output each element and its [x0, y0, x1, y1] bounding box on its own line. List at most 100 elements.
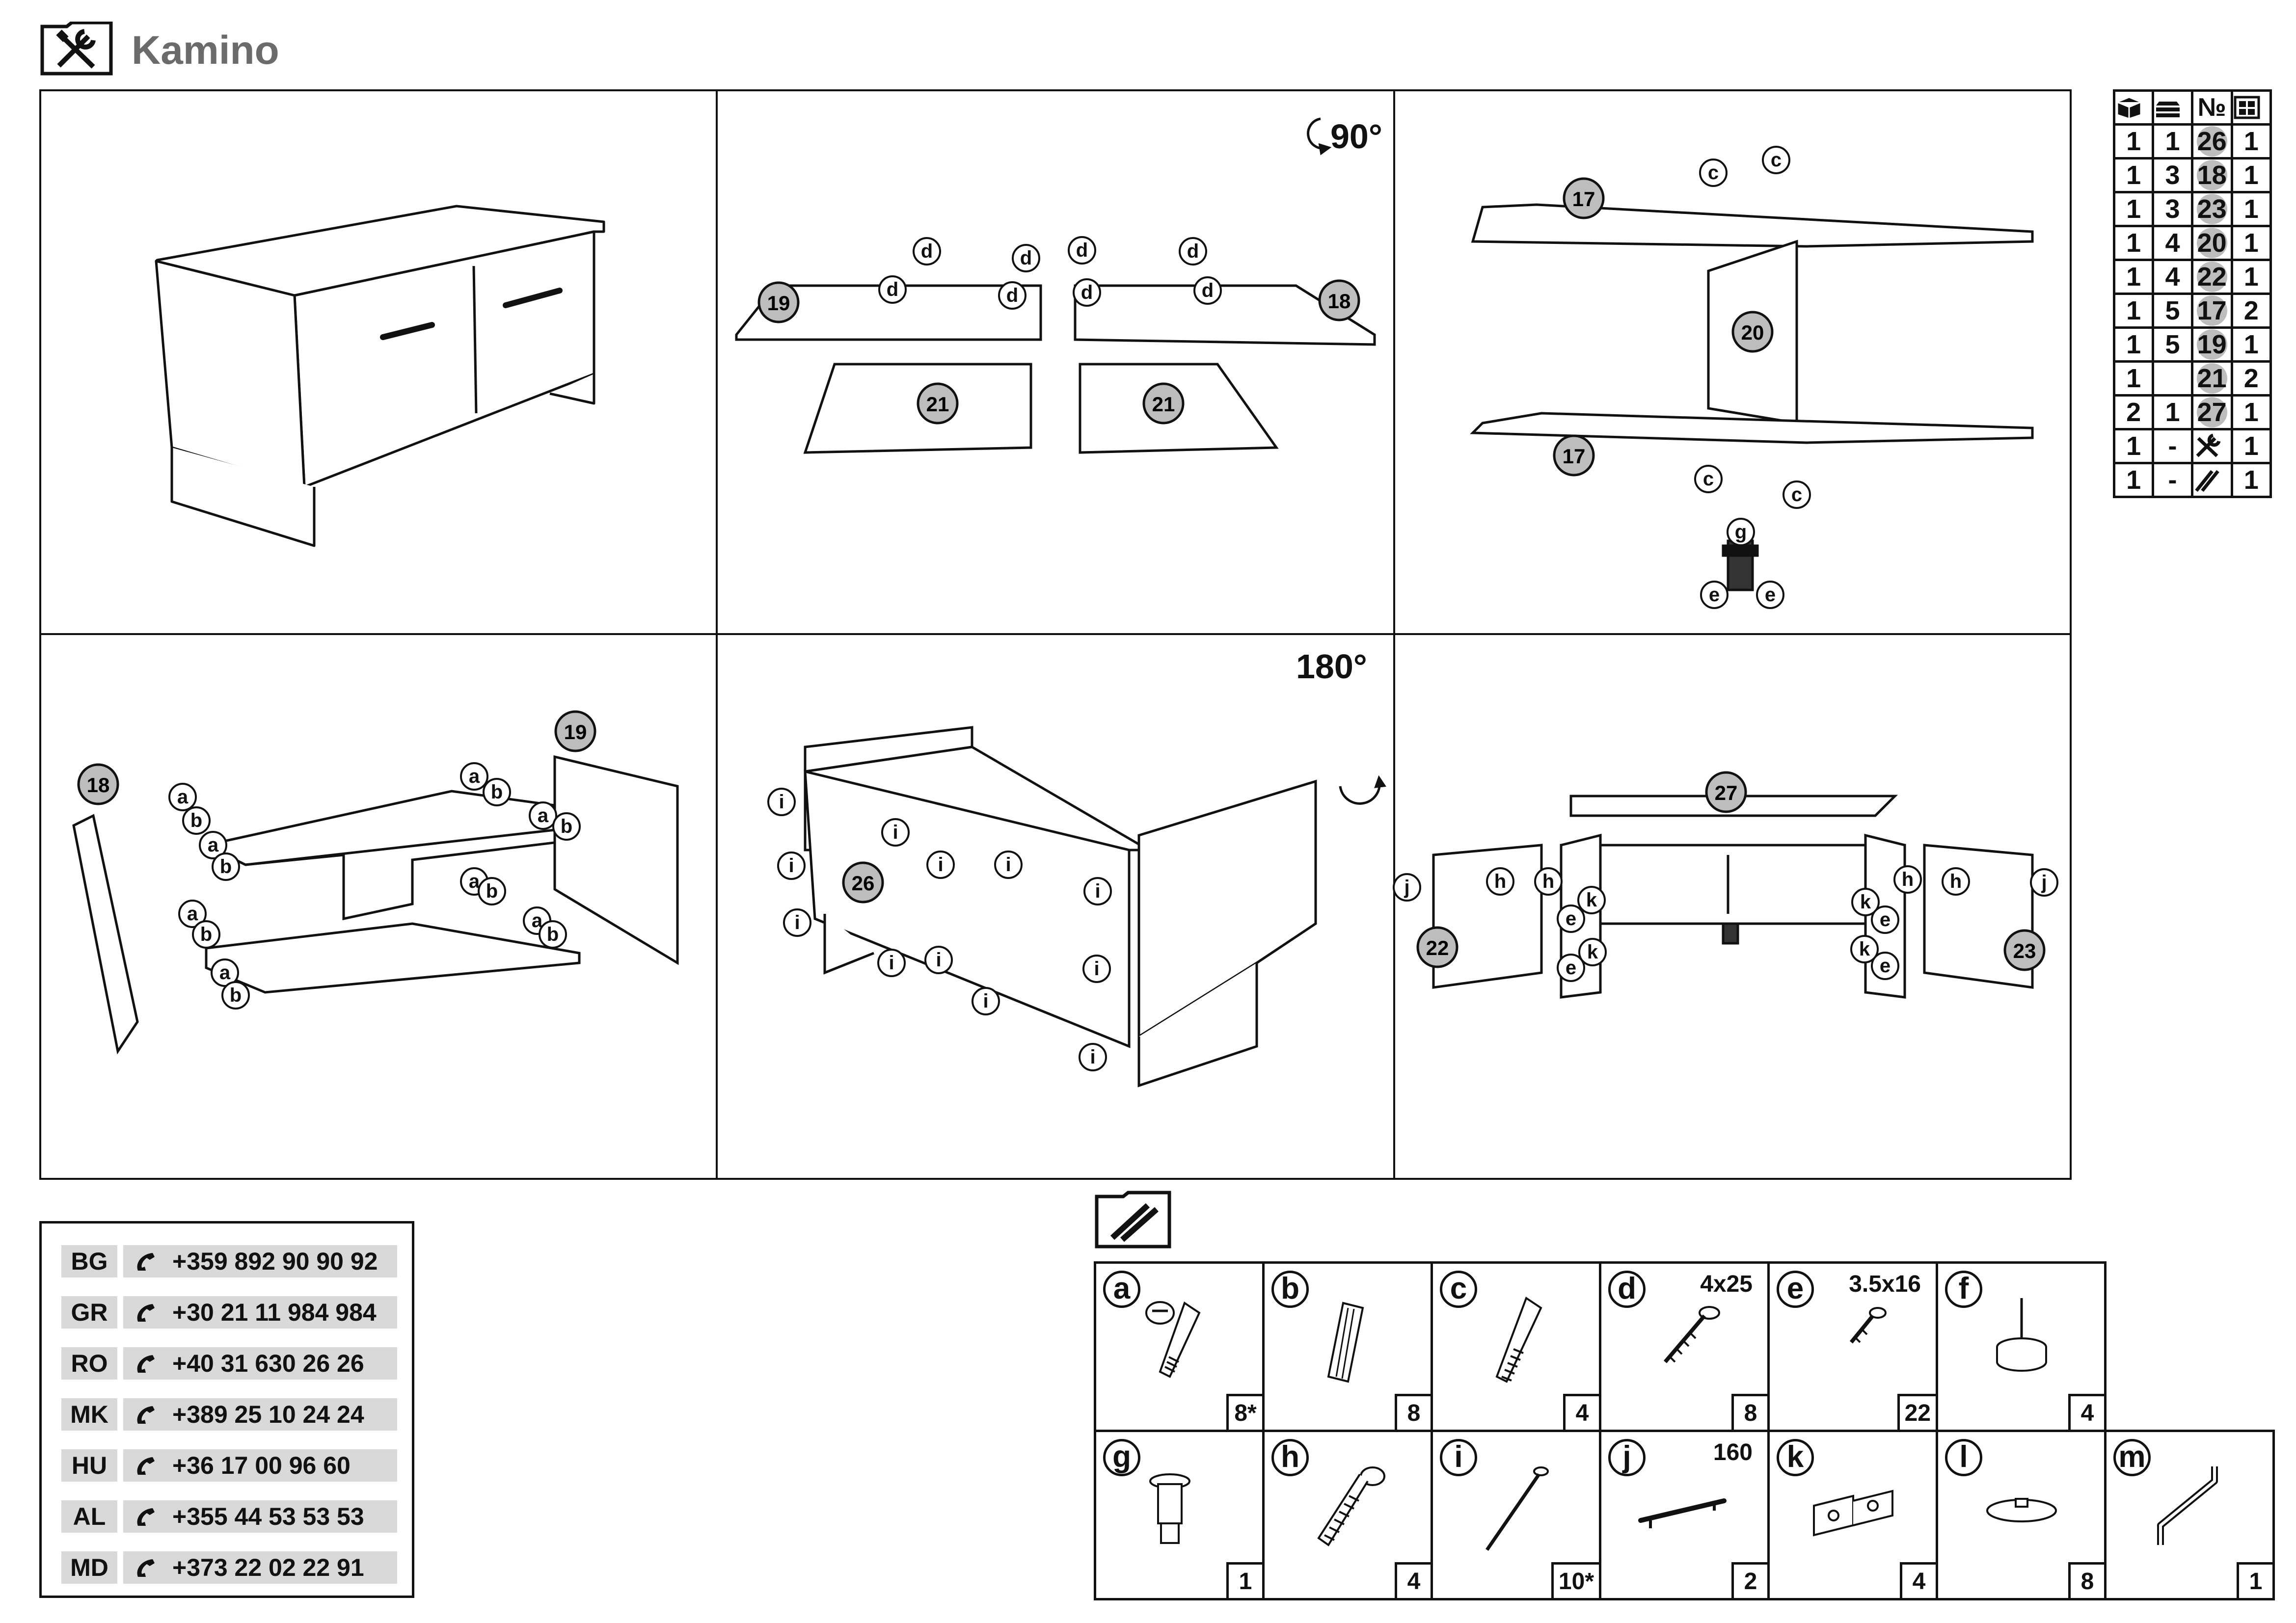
phone-icon	[137, 1304, 155, 1322]
svg-text:b: b	[486, 880, 498, 902]
hardware-size: 3.5x16	[1849, 1271, 1921, 1297]
callout-a: a	[178, 900, 207, 928]
callout-a: a	[211, 958, 239, 987]
parts-box: 1	[2112, 326, 2155, 363]
part-number: 20	[2190, 225, 2233, 261]
hardware-header-icon	[1094, 1191, 1172, 1250]
country-code: MD	[61, 1551, 117, 1584]
phone-number[interactable]: +355 44 53 53 53	[123, 1500, 397, 1533]
callout-b: b	[478, 877, 506, 905]
svg-text:c: c	[1771, 149, 1782, 171]
tools-header-icon	[39, 22, 114, 77]
parts-pcs: 1	[2230, 428, 2272, 464]
phone-number[interactable]: +359 892 90 90 92	[123, 1245, 397, 1277]
phone-number[interactable]: +30 21 11 984 984	[123, 1296, 397, 1329]
callout-d: d	[1012, 244, 1040, 272]
svg-text:b: b	[547, 924, 559, 945]
phone-number[interactable]: +36 17 00 96 60	[123, 1449, 397, 1482]
svg-text:a: a	[532, 910, 543, 931]
panel-icon	[2230, 89, 2272, 126]
svg-text:23: 23	[2013, 939, 2036, 962]
parts-qty	[2152, 360, 2193, 397]
hardware-quantity: 8	[1395, 1394, 1433, 1432]
phone-text: +373 22 02 22 91	[172, 1554, 364, 1581]
hardware-quantity: 22	[1897, 1394, 1938, 1432]
callout-b: b	[182, 806, 211, 835]
box-icon	[2112, 89, 2155, 126]
hardware-letter: d	[1608, 1271, 1646, 1308]
hardware-letter: a	[1103, 1271, 1140, 1308]
hardware-quantity: 4	[2068, 1394, 2107, 1432]
callout-i: i	[972, 987, 1000, 1015]
parts-box: 1	[2112, 259, 2155, 295]
hardware-quantity: 2	[1731, 1562, 1770, 1600]
part-number: 17	[2190, 293, 2233, 329]
callout-a: a	[199, 831, 227, 859]
callout-d: d	[998, 281, 1026, 310]
hardware-quantity: 8*	[1226, 1394, 1265, 1432]
svg-text:j: j	[1404, 877, 1409, 898]
callout-d: d	[1193, 276, 1222, 305]
hardware-quantity: 8	[2068, 1562, 2107, 1600]
hardware-item-a: a 8*	[1094, 1261, 1265, 1432]
hardware-quantity: 4	[1395, 1562, 1433, 1600]
phone-number[interactable]: +373 22 02 22 91	[123, 1551, 397, 1584]
phone-text: +389 25 10 24 24	[172, 1401, 364, 1428]
callout-i: i	[1083, 877, 1112, 905]
svg-text:i: i	[1005, 854, 1011, 876]
hardware-letter: g	[1103, 1439, 1140, 1476]
svg-text:d: d	[1081, 282, 1093, 303]
parts-box: 1	[2112, 360, 2155, 397]
callout-c: c	[1783, 480, 1811, 509]
part-17-badge: 17	[1553, 434, 1595, 477]
parts-box: 1	[2112, 191, 2155, 227]
svg-text:18: 18	[1328, 290, 1351, 313]
callout-h: h	[1893, 865, 1922, 894]
svg-text:19: 19	[564, 720, 587, 744]
parts-pcs: 1	[2230, 326, 2272, 363]
callout-d: d	[878, 275, 907, 304]
svg-text:d: d	[1187, 240, 1199, 262]
parts-qty: 1	[2152, 394, 2193, 430]
callout-d: d	[1068, 236, 1096, 265]
phone-text: +40 31 630 26 26	[172, 1350, 364, 1377]
callout-g: g	[1727, 518, 1755, 546]
callout-k: k	[1850, 935, 1879, 963]
contact-row: BG+359 892 90 90 92	[61, 1245, 397, 1277]
callout-b: b	[539, 920, 567, 949]
parts-qty: 3	[2152, 157, 2193, 193]
svg-text:d: d	[1202, 280, 1214, 301]
callout-j: j	[1393, 873, 1421, 902]
callout-i: i	[881, 818, 910, 847]
svg-text:d: d	[1076, 239, 1088, 261]
svg-text:a: a	[208, 834, 219, 856]
hardware-letter: f	[1945, 1271, 1982, 1308]
svg-text:i: i	[983, 990, 988, 1012]
number-header: №	[2190, 89, 2233, 126]
phone-number[interactable]: +40 31 630 26 26	[123, 1347, 397, 1380]
phone-icon	[137, 1406, 155, 1424]
step-3-shelves	[1470, 203, 2034, 591]
svg-text:19: 19	[767, 292, 790, 315]
svg-text:i: i	[779, 791, 784, 813]
callout-k: k	[1851, 888, 1880, 916]
svg-text:17: 17	[1572, 187, 1595, 211]
hardware-letter: i	[1440, 1439, 1477, 1476]
part-20-badge: 20	[1731, 311, 1774, 353]
parts-pcs: 1	[2230, 123, 2272, 160]
phone-icon	[137, 1457, 155, 1475]
phone-number[interactable]: +389 25 10 24 24	[123, 1398, 397, 1431]
callout-e: e	[1700, 581, 1729, 609]
svg-text:18: 18	[87, 773, 110, 797]
svg-text:d: d	[887, 279, 898, 300]
